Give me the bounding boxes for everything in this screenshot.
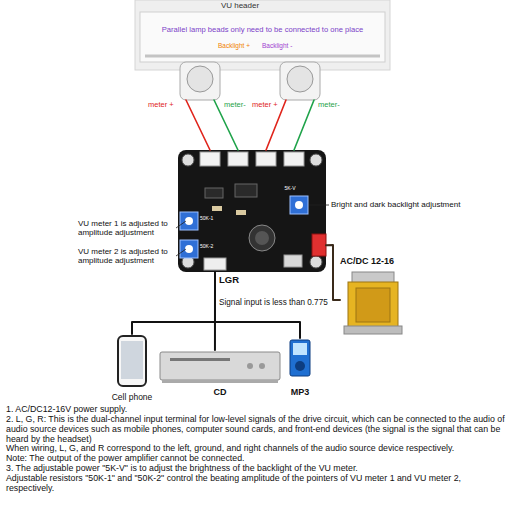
header-title: VU header [180,1,300,10]
cd-player-body [160,352,280,380]
leader-line [309,205,329,206]
power-wire [326,245,340,300]
capacitor-top [255,231,269,245]
mp3-body [290,340,310,376]
mp3-screen [293,343,307,355]
chip [235,184,257,197]
header-connector [228,152,248,166]
pot-knob [185,217,193,225]
pin-label: Backlight + [218,42,268,49]
power-connector [312,234,326,256]
resistor [212,206,222,211]
lgr-connector [204,258,226,270]
meter-wire [294,100,314,150]
note-text: When wiring, L, G, and R correspond to t… [6,444,508,454]
mount-hole [182,154,194,166]
pot-knob [185,245,193,253]
callout-text: Bright and dark backlight adjustment [331,200,511,209]
mp3-wheel [295,361,305,371]
backlight-frame [140,12,385,62]
header-connector [200,152,220,166]
connector-label: LGR [219,275,249,286]
audio-source-device: CD [160,350,280,400]
leader-line [176,249,186,256]
led-strip [145,55,380,58]
meter-body [180,62,220,100]
cd-button [259,363,265,369]
wire-label: meter + [148,101,174,110]
potentiometer [180,212,198,230]
silkscreen-text: 50K-2 [200,244,230,250]
device-label: CD [160,387,280,397]
chip [205,188,223,198]
transformer: AC/DC 12-16 [340,255,410,340]
potentiometer [290,196,308,214]
mount-hole [310,154,322,166]
header-connector [256,152,276,166]
mount-hole [310,256,322,268]
wire-label: meter + [252,101,278,110]
silkscreen-text: 5K-V [275,186,305,192]
resistor [236,210,246,215]
power-label: AC/DC 12-16 [340,256,420,266]
header-connector [284,152,304,166]
wire-label: meter- [224,101,246,110]
vu-header-panel: VU headerParallel lamp beads only need t… [135,0,390,100]
note-text: Adjustable resistors "50K-1" and "50K-2"… [6,474,508,494]
wiring-note: Parallel lamp beads only need to be conn… [143,26,382,35]
cd-button [247,363,253,369]
callout-text: VU meter 1 is adjusted to amplitude adju… [78,219,178,237]
transformer-core [356,288,390,322]
pin-label: Backlight - [262,42,312,49]
note-text: 3. The adjustable power "5K-V" is to adj… [6,464,508,474]
cd-slot [170,358,230,361]
silkscreen-text: 50K-1 [200,216,230,222]
transformer-body [348,282,398,328]
cd-base [162,380,278,383]
audio-source-device: MP3 [282,338,318,400]
pot-knob [295,201,303,209]
audio-cable [132,272,215,334]
note-text: 2. L, G, R: This is the dual-channel inp… [6,415,508,445]
device-label: MP3 [278,387,322,397]
transformer-bracket [344,326,402,334]
audio-source-device: Cell phone [102,334,162,406]
meter-wire [186,100,210,150]
meter-dial [287,66,313,92]
capacitor [249,225,275,251]
header-panel [135,0,390,70]
bridge [284,255,302,267]
device-label: Cell phone [102,393,162,403]
wire-label: Signal input is less than 0.775 [219,298,328,307]
pcb [178,150,326,272]
note-text: 1. AC/DC12-16V power supply. [6,405,508,415]
notes-block: 1. AC/DC12-16V power supply.2. L, G, R: … [6,405,508,494]
meter-dial [187,66,213,92]
wire-label: meter- [318,101,340,110]
potentiometer [180,240,198,258]
phone-screen [121,341,143,379]
meter-body [280,62,320,100]
callout-text: VU meter 2 is adjusted to amplitude adju… [78,247,178,265]
phone-body [118,336,146,386]
leader-line [176,221,186,228]
note-text: Note: The output of the power amplifier … [6,454,508,464]
driver-board: 5K-V 50K-1 50K-2 [178,150,326,272]
